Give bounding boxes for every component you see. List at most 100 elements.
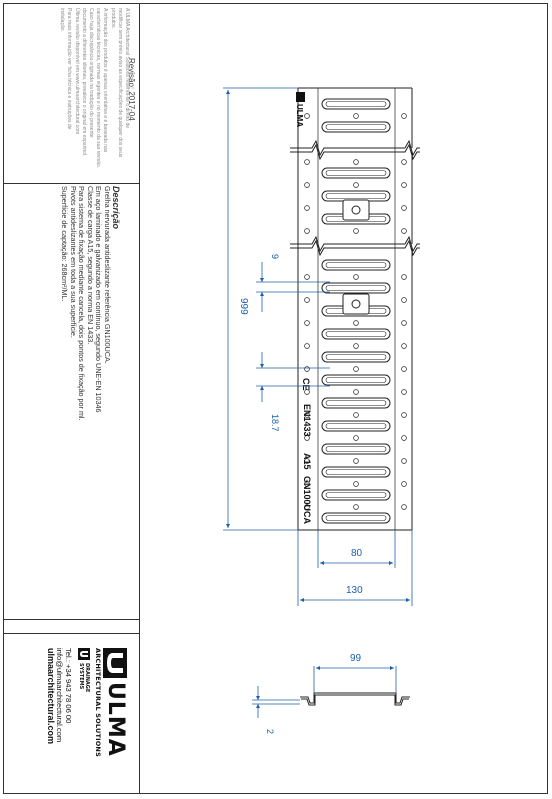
grate-slot	[321, 98, 391, 110]
dim-thickness	[252, 686, 300, 718]
antislip-hole	[401, 458, 407, 464]
grate-slot	[321, 282, 391, 294]
dim-section-width-label: 99	[350, 653, 362, 664]
title-block-divider-2	[3, 619, 140, 620]
fixing-clip	[342, 199, 370, 221]
antislip-hole	[304, 274, 310, 280]
antislip-hole	[304, 205, 310, 211]
grate-slot-inner	[325, 492, 387, 498]
grate-cross-section	[300, 692, 410, 706]
title-block-divider-3	[3, 633, 140, 634]
ce-mark-icon: CE	[301, 378, 311, 391]
antislip-hole	[353, 274, 359, 280]
mark-en1433: EN1433	[302, 404, 312, 437]
antislip-hole	[401, 228, 407, 234]
antislip-hole	[401, 412, 407, 418]
antislip-hole	[304, 113, 310, 119]
dim-length-label: 999	[238, 298, 249, 315]
antislip-hole	[304, 343, 310, 349]
dim-length	[223, 87, 298, 531]
antislip-hole	[353, 320, 359, 326]
antislip-hole	[353, 159, 359, 165]
dim-thickness-label: 2	[265, 729, 275, 734]
antislip-hole	[304, 389, 310, 395]
grate-slot-inner	[325, 285, 387, 291]
grate-slot	[321, 259, 391, 271]
grate-slot	[321, 374, 391, 386]
grate-slot-inner	[325, 170, 387, 176]
antislip-hole	[353, 228, 359, 234]
ulma-logo-icon	[103, 648, 128, 678]
dim-outer-width	[297, 530, 413, 606]
grate-slot-inner	[325, 193, 387, 199]
dim-pitch-label: 18.7	[270, 414, 280, 432]
plate-logo: ULMA	[295, 92, 305, 127]
dim-pitch	[256, 352, 330, 402]
grate-slot-inner	[325, 469, 387, 475]
dim-inner-width	[317, 530, 396, 568]
brand-block: ULMA ARCHITECTURAL SOLUTIONS DRAINAGE SY…	[46, 648, 128, 757]
grate-slot-inner	[325, 331, 387, 337]
antislip-hole	[353, 389, 359, 395]
break-line	[290, 139, 420, 157]
antislip-hole	[353, 435, 359, 441]
break-line	[290, 235, 420, 253]
antislip-hole	[401, 343, 407, 349]
grate-slot-inner	[325, 446, 387, 452]
drainage-logo-icon	[78, 648, 90, 660]
dim-slot-gap-label: 9	[270, 254, 280, 259]
antislip-hole	[401, 182, 407, 188]
grate-slot-inner	[325, 124, 387, 130]
grate-plan-view	[290, 87, 420, 531]
antislip-hole	[353, 504, 359, 510]
antislip-hole	[401, 274, 407, 280]
antislip-hole	[401, 504, 407, 510]
grate-slot-inner	[325, 400, 387, 406]
dim-section-width	[313, 666, 397, 693]
plate-logo-text: ULMA	[295, 104, 304, 127]
antislip-hole	[401, 435, 407, 441]
fixing-clip	[342, 293, 370, 315]
grate-slot-inner	[325, 377, 387, 383]
break-line	[290, 239, 420, 257]
grate-slot-inner	[325, 354, 387, 360]
antislip-hole	[304, 366, 310, 372]
title-block-divider-1	[3, 183, 140, 184]
antislip-hole	[304, 481, 310, 487]
grate-slot	[321, 397, 391, 409]
antislip-hole	[353, 182, 359, 188]
grate-slot	[321, 489, 391, 501]
grate-slot	[321, 443, 391, 455]
antislip-hole	[304, 228, 310, 234]
grate-slot-inner	[325, 515, 387, 521]
antislip-hole	[304, 504, 310, 510]
antislip-hole	[401, 159, 407, 165]
grate-slot	[321, 466, 391, 478]
dim-outer-width-label: 130	[346, 585, 363, 596]
grate-slot	[321, 121, 391, 133]
antislip-hole	[304, 297, 310, 303]
antislip-hole	[304, 182, 310, 188]
antislip-hole	[304, 159, 310, 165]
break-line	[290, 143, 420, 161]
antislip-hole	[353, 113, 359, 119]
antislip-hole	[353, 366, 359, 372]
grate-slot	[321, 512, 391, 524]
antislip-hole	[401, 297, 407, 303]
dim-inner-width-label: 80	[351, 548, 363, 559]
drawing-frame	[3, 3, 548, 794]
grate-slot	[321, 351, 391, 363]
mark-gn100uca: GN100UCA	[302, 476, 312, 525]
grate-slot	[321, 167, 391, 179]
antislip-hole	[401, 389, 407, 395]
grate-slot-inner	[325, 262, 387, 268]
antislip-hole	[401, 481, 407, 487]
grate-slot-inner	[325, 423, 387, 429]
antislip-hole	[353, 458, 359, 464]
grate-slot-inner	[325, 101, 387, 107]
antislip-hole	[304, 412, 310, 418]
svg-text:CE: CE	[301, 378, 311, 391]
antislip-hole	[401, 366, 407, 372]
antislip-hole	[353, 343, 359, 349]
